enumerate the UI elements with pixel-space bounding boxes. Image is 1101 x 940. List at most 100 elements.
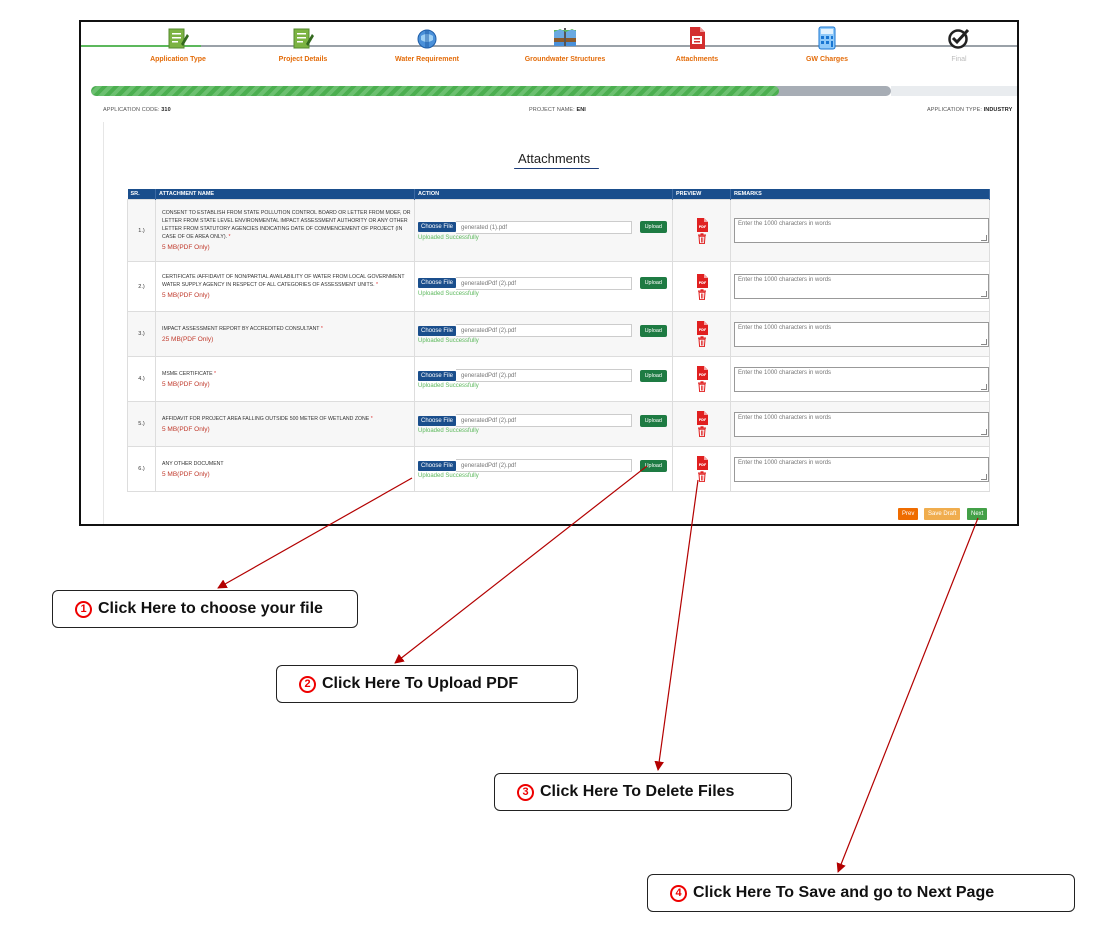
upload-button[interactable]: Upload — [639, 459, 667, 472]
attachment-name-cell: MSME CERTIFICATE *5 MB(PDF Only) — [155, 356, 415, 402]
attachment-name: ANY OTHER DOCUMENT — [162, 460, 224, 467]
remarks-textarea[interactable]: Enter the 1000 characters in words — [734, 411, 989, 437]
save-draft-button[interactable]: Save Draft — [924, 508, 961, 520]
callout-choose-file: 1 Click Here to choose your file — [52, 590, 358, 628]
application-type: APPLICATION TYPE: INDUSTRY — [927, 107, 1013, 113]
preview-cell: PDF — [672, 199, 731, 262]
remarks-textarea[interactable]: Enter the 1000 characters in words — [734, 366, 989, 392]
required-marker: * — [370, 415, 373, 422]
upload-button[interactable]: Upload — [639, 414, 667, 427]
header-remarks: REMARKS — [730, 189, 990, 200]
choose-file-button[interactable]: Choose File — [418, 325, 457, 336]
required-marker: * — [214, 370, 217, 377]
next-button[interactable]: Next — [967, 508, 988, 520]
preview-cell: PDF — [672, 446, 731, 492]
table-row: 5.)AFFIDAVIT FOR PROJECT AREA FALLING OU… — [127, 401, 990, 447]
upload-status: Uploaded Successfully — [418, 428, 479, 434]
calculator-icon — [818, 26, 836, 50]
remarks-textarea[interactable]: Enter the 1000 characters in words — [734, 274, 989, 299]
delete-icon[interactable] — [697, 288, 707, 300]
pdf-preview-icon[interactable]: PDF — [696, 366, 708, 380]
header-preview: PREVIEW — [672, 189, 731, 200]
step-final[interactable]: Final — [899, 26, 1017, 63]
table-row: 1.)CONSENT TO ESTABLISH FROM STATE POLLU… — [127, 199, 990, 262]
upload-button[interactable]: Upload — [639, 221, 667, 233]
pdf-preview-icon[interactable]: PDF — [696, 321, 708, 335]
choose-file-button[interactable]: Choose File — [418, 222, 457, 232]
remarks-textarea[interactable]: Enter the 1000 characters in words — [734, 456, 989, 482]
step-gw-charges[interactable]: GW Charges — [767, 26, 887, 63]
size-limit: 5 MB(PDF Only) — [162, 470, 210, 478]
remarks-textarea[interactable]: Enter the 1000 characters in words — [734, 321, 989, 347]
stepper-line — [201, 45, 1017, 47]
preview-cell: PDF — [672, 311, 731, 357]
table-row: 4.)MSME CERTIFICATE *5 MB(PDF Only)Choos… — [127, 356, 990, 402]
project-name: PROJECT NAME: ENI — [529, 107, 586, 113]
upload-button[interactable]: Upload — [639, 324, 667, 337]
row-number: 1.) — [127, 199, 156, 262]
attachment-name-cell: CONSENT TO ESTABLISH FROM STATE POLLUTIO… — [155, 199, 415, 262]
delete-icon[interactable] — [697, 426, 707, 437]
delete-icon[interactable] — [697, 381, 707, 392]
step-label: GW Charges — [805, 56, 848, 63]
table-row: 6.)ANY OTHER DOCUMENT 5 MB(PDF Only)Choo… — [127, 446, 990, 492]
required-marker: * — [228, 234, 231, 240]
remarks-cell: Enter the 1000 characters in words — [730, 261, 990, 312]
upload-status: Uploaded Successfully — [418, 383, 479, 389]
progress-bar — [91, 86, 891, 96]
pdf-preview-icon[interactable]: PDF — [696, 456, 708, 470]
pdf-label: PDF — [698, 328, 706, 332]
choose-file-button[interactable]: Choose File — [418, 415, 457, 426]
header-attachment-name: ATTACHMENT NAME — [155, 189, 415, 200]
upload-button[interactable]: Upload — [639, 277, 667, 289]
pdf-preview-icon[interactable]: PDF — [696, 273, 708, 288]
step-groundwater-structures[interactable]: Groundwater Structures — [505, 26, 625, 63]
selected-file-name: generatedPdf (2).pdf — [456, 324, 633, 337]
title-underline — [514, 168, 599, 169]
selected-file-name: generatedPdf (2).pdf — [456, 369, 633, 382]
delete-icon[interactable] — [697, 232, 707, 244]
remarks-cell: Enter the 1000 characters in words — [730, 446, 990, 492]
arrow-4 — [836, 517, 979, 873]
choose-file-button[interactable]: Choose File — [418, 370, 457, 381]
attachment-name-cell: AFFIDAVIT FOR PROJECT AREA FALLING OUTSI… — [155, 401, 415, 447]
callout-number: 3 — [517, 783, 534, 801]
pdf-document-icon — [690, 27, 705, 49]
remarks-textarea[interactable]: Enter the 1000 characters in words — [734, 218, 989, 243]
size-limit: 5 MB(PDF Only) — [162, 244, 210, 251]
attachment-name: MSME CERTIFICATE * — [162, 370, 217, 377]
remarks-cell: Enter the 1000 characters in words — [730, 356, 990, 402]
step-label: Water Requirement — [395, 56, 459, 63]
attachment-name-cell: ANY OTHER DOCUMENT 5 MB(PDF Only) — [155, 446, 415, 492]
step-project-details[interactable]: Project Details — [243, 26, 363, 63]
pdf-label: PDF — [698, 463, 706, 467]
attachments-table: SR. ATTACHMENT NAME ACTION PREVIEW REMAR… — [127, 189, 990, 492]
step-application-type[interactable]: Application Type — [118, 26, 238, 63]
application-code: APPLICATION CODE: 310 — [103, 107, 171, 113]
step-attachments[interactable]: Attachments — [637, 26, 757, 63]
callout-text: Click Here To Save and go to Next Page — [693, 884, 995, 901]
step-water-requirement[interactable]: Water Requirement — [367, 26, 487, 63]
prev-button[interactable]: Prev — [898, 508, 919, 520]
groundwater-structure-icon — [554, 28, 576, 46]
choose-file-button[interactable]: Choose File — [418, 460, 457, 471]
pdf-preview-icon[interactable]: PDF — [696, 411, 708, 425]
pdf-preview-icon[interactable]: PDF — [696, 217, 708, 232]
delete-icon[interactable] — [697, 471, 707, 482]
choose-file-button[interactable]: Choose File — [418, 278, 457, 288]
attachment-name-cell: CERTIFICATE /AFFIDAVIT OF NON/PARTIAL AV… — [155, 261, 415, 312]
content-panel — [103, 122, 1003, 524]
preview-cell: PDF — [672, 261, 731, 312]
pdf-label: PDF — [698, 281, 706, 285]
selected-file-name: generated (1).pdf — [456, 220, 633, 234]
callout-number: 4 — [670, 884, 687, 902]
step-label: Groundwater Structures — [524, 56, 606, 63]
header-sr: SR. — [127, 189, 156, 200]
delete-icon[interactable] — [697, 336, 707, 347]
upload-button[interactable]: Upload — [639, 369, 667, 382]
